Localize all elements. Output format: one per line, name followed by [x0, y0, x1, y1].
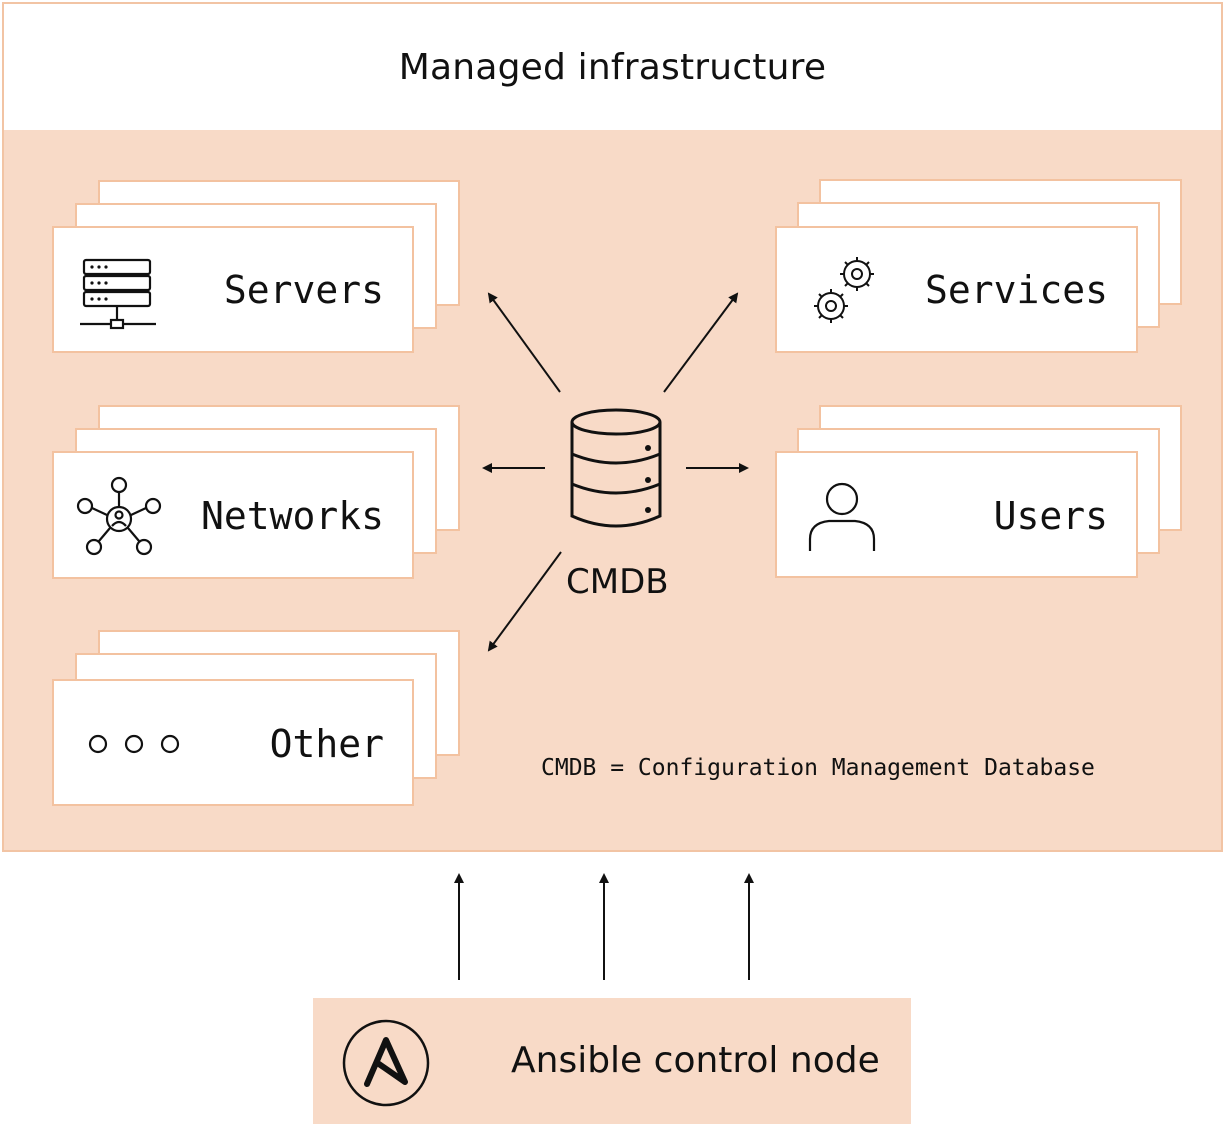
network-hub-icon	[76, 476, 162, 556]
cmdb-legend: CMDB = Configuration Management Database	[541, 755, 1095, 781]
networks-label: Networks	[200, 494, 384, 538]
ansible-control-node: Ansible control node	[313, 998, 911, 1124]
services-card: Services	[775, 226, 1138, 353]
title-band: Managed infrastructure	[4, 4, 1221, 130]
ansible-logo-icon	[342, 1019, 430, 1107]
gears-icon	[814, 257, 874, 323]
servers-card: Servers	[52, 226, 414, 353]
ellipsis-circles-icon	[88, 734, 180, 754]
user-icon	[808, 482, 876, 551]
other-label: Other	[269, 722, 384, 766]
servers-label: Servers	[223, 268, 384, 312]
control-node-label: Ansible control node	[511, 1040, 880, 1081]
users-label: Users	[993, 494, 1108, 538]
diagram-title: Managed infrastructure	[398, 46, 827, 88]
other-card: Other	[52, 679, 414, 806]
cmdb-label: CMDB	[566, 562, 669, 602]
networks-card: Networks	[52, 451, 414, 579]
users-card: Users	[775, 451, 1138, 578]
database-icon	[570, 408, 662, 528]
services-label: Services	[924, 268, 1108, 312]
server-rack-icon	[80, 258, 156, 330]
